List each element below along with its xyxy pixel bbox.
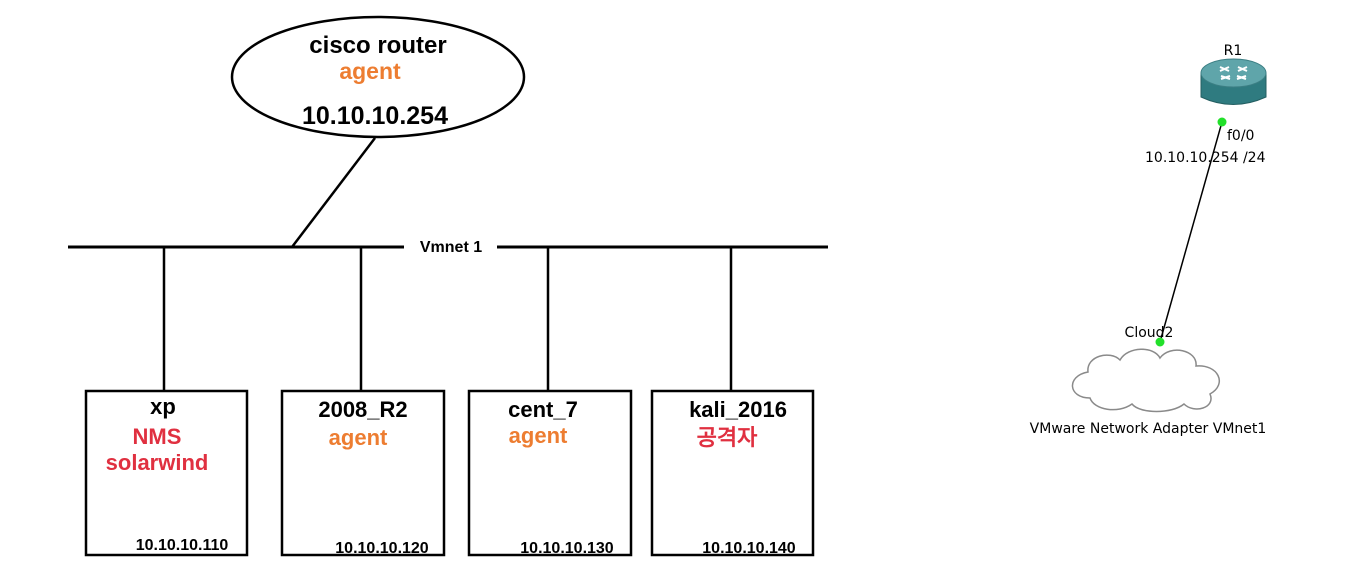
router-r1-label: R1 xyxy=(1224,43,1243,59)
host-name: kali_2016 xyxy=(689,397,787,422)
host-role: agent xyxy=(329,425,388,450)
host-role: NMS xyxy=(133,424,182,449)
interface-ip: 10.10.10.254 /24 xyxy=(1145,150,1266,166)
host-ip: 10.10.10.130 xyxy=(520,540,614,557)
host-ip: 10.10.10.120 xyxy=(335,540,429,557)
host-name: 2008_R2 xyxy=(318,397,407,422)
host-box xyxy=(280,389,446,557)
host-role: solarwind xyxy=(106,450,209,475)
link-dot-cloud xyxy=(1155,337,1165,347)
host-role: agent xyxy=(509,423,568,448)
vmnet-label: Vmnet 1 xyxy=(420,239,482,256)
host-box xyxy=(650,389,815,557)
adapter-label: VMware Network Adapter VMnet1 xyxy=(1030,421,1267,437)
router-ip: 10.10.10.254 xyxy=(302,102,448,130)
router-uplink xyxy=(291,137,376,248)
router-node: cisco router agent 10.10.10.254 xyxy=(230,15,526,139)
host-ip: 10.10.10.140 xyxy=(702,540,796,557)
gns3-link xyxy=(1159,121,1223,343)
cloud-icon xyxy=(1071,348,1221,413)
host-name: xp xyxy=(150,394,176,419)
host-node: kali_2016 공격자 10.10.10.140 xyxy=(650,247,815,557)
host-box xyxy=(84,389,249,557)
host-name: cent_7 xyxy=(508,397,578,422)
router-icon xyxy=(1200,58,1267,105)
gns3-topology: R1 f0/0 10.10.10.254 /24 Cloud2 VMware N… xyxy=(1030,43,1267,437)
host-role: 공격자 xyxy=(697,425,758,450)
interface-label: f0/0 xyxy=(1227,128,1254,144)
host-box xyxy=(467,389,633,557)
router-name: cisco router xyxy=(309,32,446,59)
host-ip: 10.10.10.110 xyxy=(136,537,229,554)
router-ellipse xyxy=(230,15,526,139)
link-dot-router xyxy=(1217,117,1227,127)
router-role: agent xyxy=(339,58,401,84)
cloud-label: Cloud2 xyxy=(1125,325,1174,341)
